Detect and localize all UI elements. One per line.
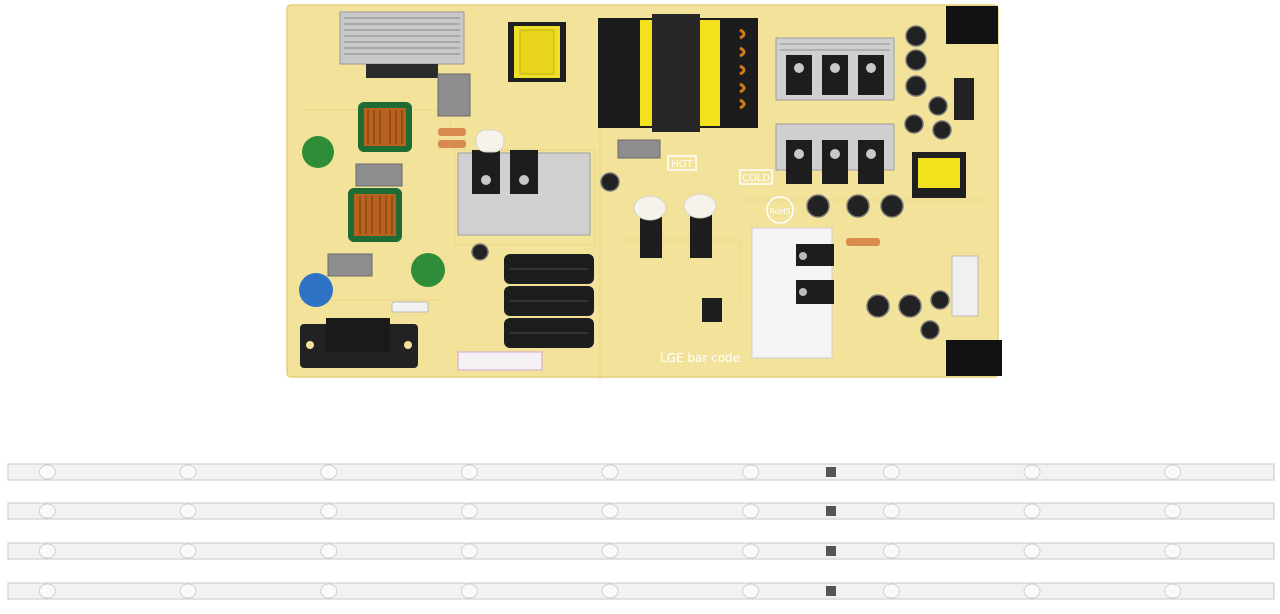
- power-supply-board: HOT COLD RoHS LGE bar code: [286, 4, 1002, 380]
- center-heatsink: [457, 129, 591, 236]
- relay: [617, 139, 661, 159]
- small-ics: [640, 214, 722, 322]
- rohs-label: RoHS: [769, 207, 790, 216]
- led-lens: [601, 543, 619, 559]
- led-strips: [7, 463, 1275, 600]
- y-capacitor-blue: [299, 273, 333, 307]
- led-lens: [1164, 543, 1182, 559]
- led-lens: [1164, 464, 1182, 480]
- led-lens: [1164, 583, 1182, 599]
- led-strip: [7, 463, 1275, 481]
- varistor-2: [411, 253, 445, 287]
- led-lens: [460, 464, 478, 480]
- led-lens: [601, 583, 619, 599]
- led-lens: [742, 583, 760, 599]
- led-lens: [460, 503, 478, 519]
- led-lens: [1023, 503, 1041, 519]
- led-lens: [320, 583, 338, 599]
- led-lens: [179, 503, 197, 519]
- lower-heatsink: [751, 227, 834, 359]
- led-lens: [742, 543, 760, 559]
- led-lens: [179, 543, 197, 559]
- led-lens: [320, 543, 338, 559]
- connector-top-right: [946, 6, 998, 44]
- strip-pcb: [7, 463, 1275, 481]
- strip-pcb: [7, 502, 1275, 520]
- hot-label: HOT: [671, 159, 693, 170]
- ac-input-socket: [300, 318, 418, 368]
- middle-right-heatsink: [775, 123, 895, 184]
- bulk-capacitors: [504, 254, 594, 348]
- x-capacitor-top: [437, 73, 471, 117]
- output-capacitors: [471, 25, 952, 340]
- led-lens: [882, 583, 900, 599]
- led-lens: [601, 464, 619, 480]
- led-lens: [38, 464, 56, 480]
- led-lens: [882, 543, 900, 559]
- strip-qr-code: [826, 546, 836, 556]
- standby-transformer: [912, 152, 966, 198]
- x-capacitor-mid: [355, 163, 403, 187]
- strip-pcb: [7, 542, 1275, 560]
- led-lens: [179, 464, 197, 480]
- led-lens: [1023, 583, 1041, 599]
- opto-coupler-2: [683, 193, 717, 219]
- led-lens: [179, 583, 197, 599]
- led-strip: [7, 502, 1275, 520]
- x-capacitor-low: [327, 253, 373, 277]
- top-left-heatsink: [339, 11, 465, 78]
- led-lens: [320, 464, 338, 480]
- led-lens: [38, 583, 56, 599]
- resistors: [391, 128, 880, 313]
- aux-transformer: [508, 22, 566, 82]
- led-lens: [1164, 503, 1182, 519]
- barcode-sticker: [457, 351, 543, 371]
- opto-coupler-1: [633, 195, 667, 221]
- led-lens: [742, 503, 760, 519]
- led-lens: [460, 543, 478, 559]
- led-lens: [882, 464, 900, 480]
- led-lens: [1023, 543, 1041, 559]
- upper-right-heatsink: [775, 37, 895, 101]
- led-lens: [460, 583, 478, 599]
- strip-qr-code: [826, 506, 836, 516]
- rohs-mark: RoHS: [766, 196, 794, 224]
- led-strip: [7, 542, 1275, 560]
- barcode-label: LGE bar code: [660, 351, 740, 365]
- cold-label: COLD: [742, 173, 770, 184]
- led-lens: [38, 503, 56, 519]
- strip-qr-code: [826, 586, 836, 596]
- cold-label-box: COLD: [739, 169, 773, 185]
- strip-qr-code: [826, 467, 836, 477]
- led-lens: [601, 503, 619, 519]
- led-lens: [1023, 464, 1041, 480]
- led-lens: [742, 464, 760, 480]
- led-lens: [38, 543, 56, 559]
- hot-label-box: HOT: [667, 155, 697, 171]
- varistor-1: [302, 136, 334, 168]
- connector-bottom-right: [946, 340, 1002, 376]
- connector-mid-right: [954, 78, 974, 120]
- main-transformer: [598, 14, 758, 132]
- strip-pcb: [7, 582, 1275, 600]
- led-strip: [7, 582, 1275, 600]
- emi-inductor-bottom: [348, 188, 402, 242]
- connector-white: [951, 255, 979, 317]
- led-lens: [320, 503, 338, 519]
- led-lens: [882, 503, 900, 519]
- emi-inductor-top: [358, 102, 412, 152]
